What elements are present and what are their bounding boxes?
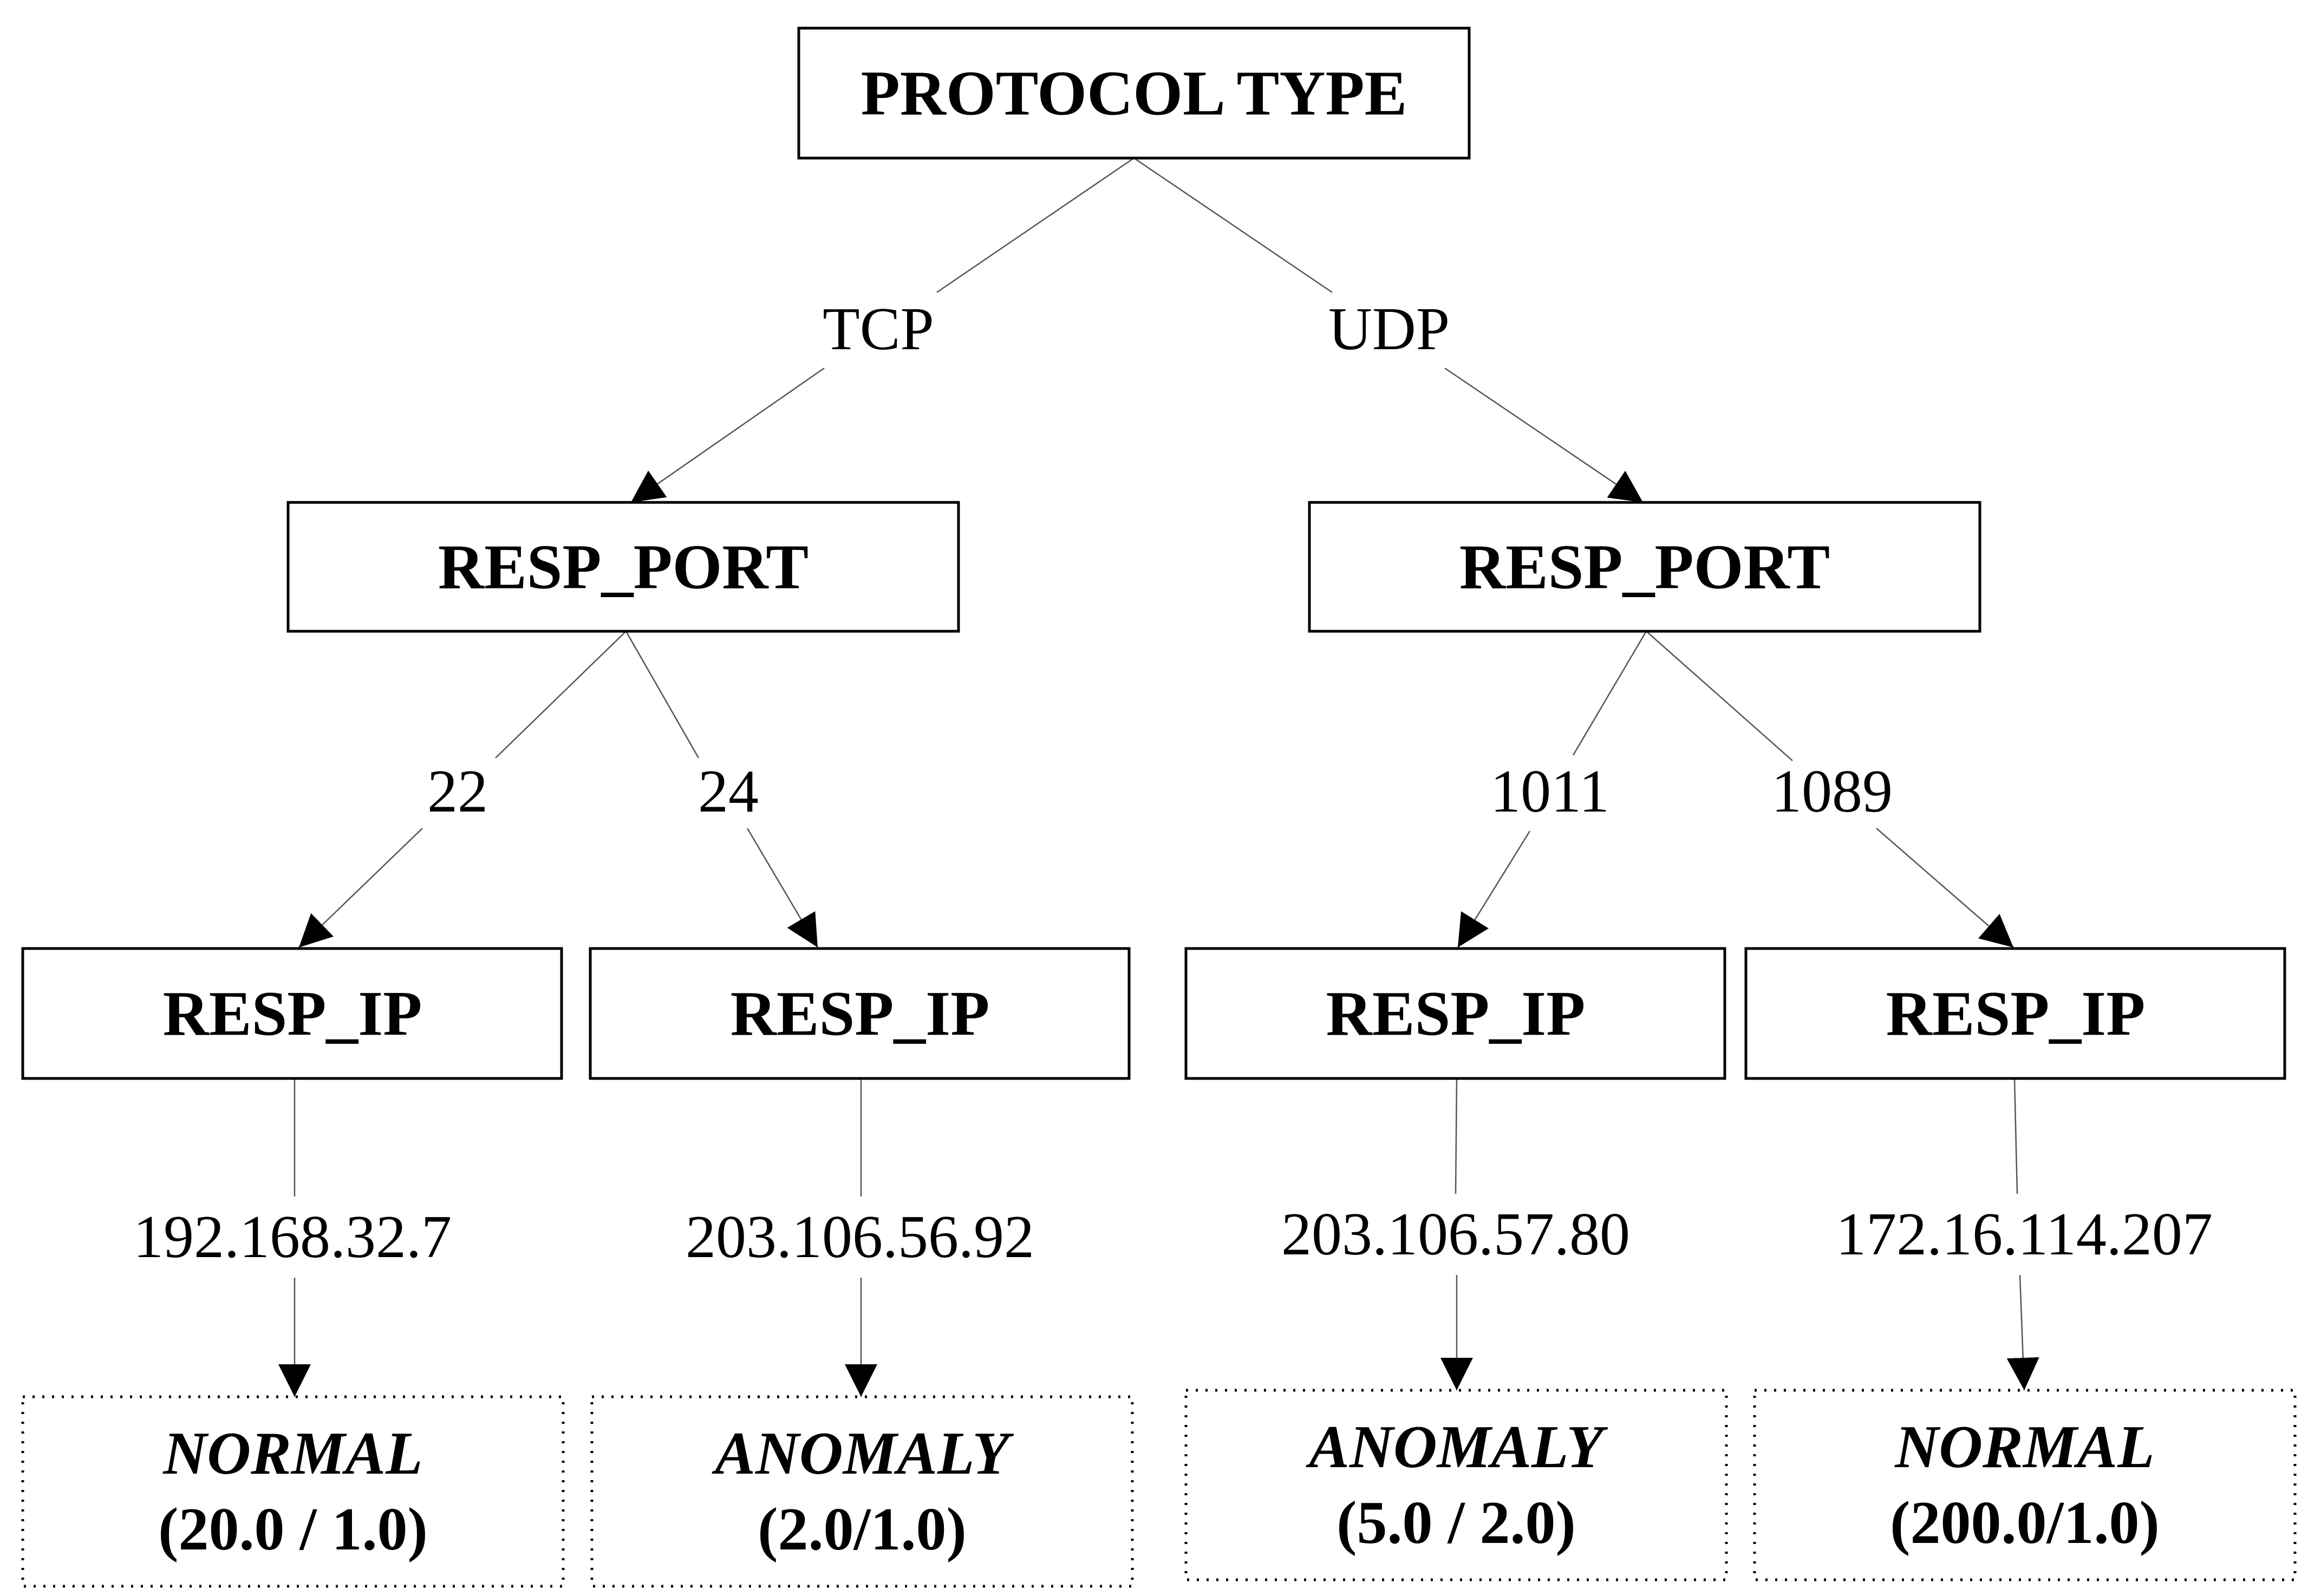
edge-line-24 (625, 631, 700, 758)
edge-line-udp-arrow (1444, 367, 1644, 503)
edge-label-22: 22 (427, 758, 488, 825)
edge-line-tcp (936, 157, 1135, 293)
edge-label-udp: UDP (1328, 296, 1450, 363)
edge-line-22 (495, 631, 627, 758)
resp-ip-node-1089-label: RESP_IP (1886, 978, 2146, 1049)
edge-label-ip-4: 172.16.114.207 (1836, 1201, 2213, 1268)
edge-label-tcp: TCP (823, 296, 934, 363)
edge-label-ip-1: 192.168.32.7 (133, 1203, 452, 1271)
edge-line-1011 (1572, 631, 1647, 756)
edge-label-24: 24 (698, 758, 759, 825)
leaf-node-3-class: ANOMALY (1306, 1414, 1608, 1481)
edge-label-ip-2: 203.106.56.92 (686, 1203, 1034, 1271)
leaf-node-2: ANOMALY (2.0/1.0) (590, 1395, 1134, 1588)
leaf-node-1-class: NORMAL (162, 1420, 422, 1487)
resp-ip-node-1011: RESP_IP (1184, 947, 1726, 1080)
edge-label-1011: 1011 (1490, 758, 1609, 825)
edge-line-1011-arrow (1457, 830, 1531, 948)
leaf-node-2-class: ANOMALY (712, 1420, 1014, 1487)
leaf-node-3-stats: (5.0 / 2.0) (1336, 1489, 1576, 1556)
resp-ip-node-22: RESP_IP (21, 947, 563, 1080)
edge-line-1089 (1646, 631, 1793, 761)
leaf-node-3: ANOMALY (5.0 / 2.0) (1184, 1389, 1728, 1581)
edge-line-leaf-3 (1455, 1078, 1458, 1194)
edge-line-leaf-4 (2013, 1078, 2018, 1194)
edge-label-ip-3: 203.106.57.80 (1281, 1201, 1630, 1268)
leaf-node-4-stats: (200.0/1.0) (1890, 1489, 2160, 1556)
leaf-node-1: NORMAL (20.0 / 1.0) (21, 1395, 565, 1588)
leaf-node-2-stats: (2.0/1.0) (758, 1496, 967, 1563)
edge-line-1089-arrow (1876, 828, 2014, 948)
leaf-node-1-stats: (20.0 / 1.0) (158, 1496, 428, 1563)
resp-ip-node-24: RESP_IP (589, 947, 1131, 1080)
resp-port-node-tcp: RESP_PORT (286, 501, 960, 633)
edge-line-24-arrow (746, 828, 819, 948)
resp-ip-node-1011-label: RESP_IP (1326, 978, 1586, 1049)
resp-ip-node-1089: RESP_IP (1744, 947, 2286, 1080)
root-node: PROTOCOL TYPE (797, 27, 1471, 160)
edge-label-1089: 1089 (1771, 758, 1893, 825)
edge-line-tcp-arrow (630, 367, 825, 503)
resp-ip-node-24-label: RESP_IP (731, 978, 990, 1049)
edge-line-udp (1133, 157, 1333, 293)
resp-port-node-udp: RESP_PORT (1308, 501, 1981, 633)
resp-ip-node-22-label: RESP_IP (163, 978, 422, 1049)
edge-line-22-arrow (298, 828, 423, 948)
leaf-node-4-class: NORMAL (1894, 1414, 2154, 1481)
resp-port-node-tcp-label: RESP_PORT (438, 532, 809, 603)
edge-line-leaf-4-arrow (2006, 1274, 2039, 1391)
root-node-label: PROTOCOL TYPE (861, 58, 1407, 129)
resp-port-node-udp-label: RESP_PORT (1459, 532, 1830, 603)
leaf-node-4: NORMAL (200.0/1.0) (1753, 1389, 2297, 1581)
